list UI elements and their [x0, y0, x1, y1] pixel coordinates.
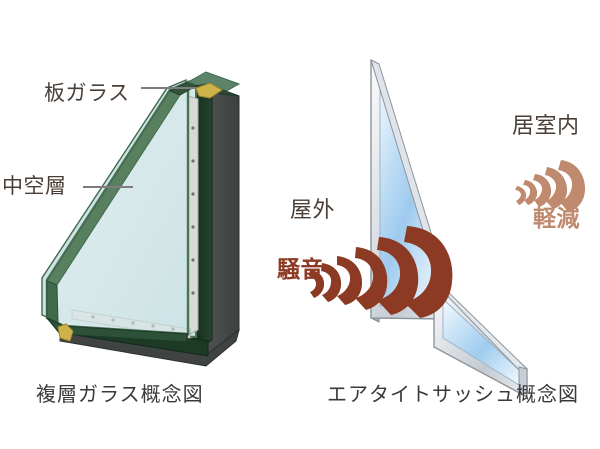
airtight-sash-body	[370, 59, 529, 399]
sealant-bottom	[57, 323, 74, 342]
zone-label-outdoors: 屋外	[290, 198, 336, 223]
caption-double-glazing: 複層ガラス概念図	[36, 382, 204, 406]
front-pane-bevel-left	[46, 280, 59, 324]
spacer-bar-vertical	[187, 95, 199, 336]
sealant-top	[195, 82, 223, 99]
noise-waves-outside	[309, 226, 453, 318]
front-pane-bevel-bottom	[46, 317, 189, 343]
caption-airtight-sash: エアタイトサッシュ概念図	[327, 382, 579, 406]
sound-label-noise: 騒音	[277, 257, 324, 283]
zone-label-indoors: 居室内	[512, 114, 580, 139]
sash-inner-right-stile	[518, 366, 528, 398]
spacer-bar-vertical-dots	[191, 126, 195, 295]
annotation-label-plate-glass: 板ガラス	[44, 81, 130, 105]
sash-panel-inner	[433, 280, 529, 399]
glass-unit-front-pane	[45, 80, 190, 336]
annotation-label-air-cavity: 中空層	[2, 174, 67, 198]
sound-label-reduced: 軽減	[533, 206, 580, 232]
double-glazing-body	[41, 71, 241, 367]
reduced-waves-inside	[515, 160, 586, 212]
